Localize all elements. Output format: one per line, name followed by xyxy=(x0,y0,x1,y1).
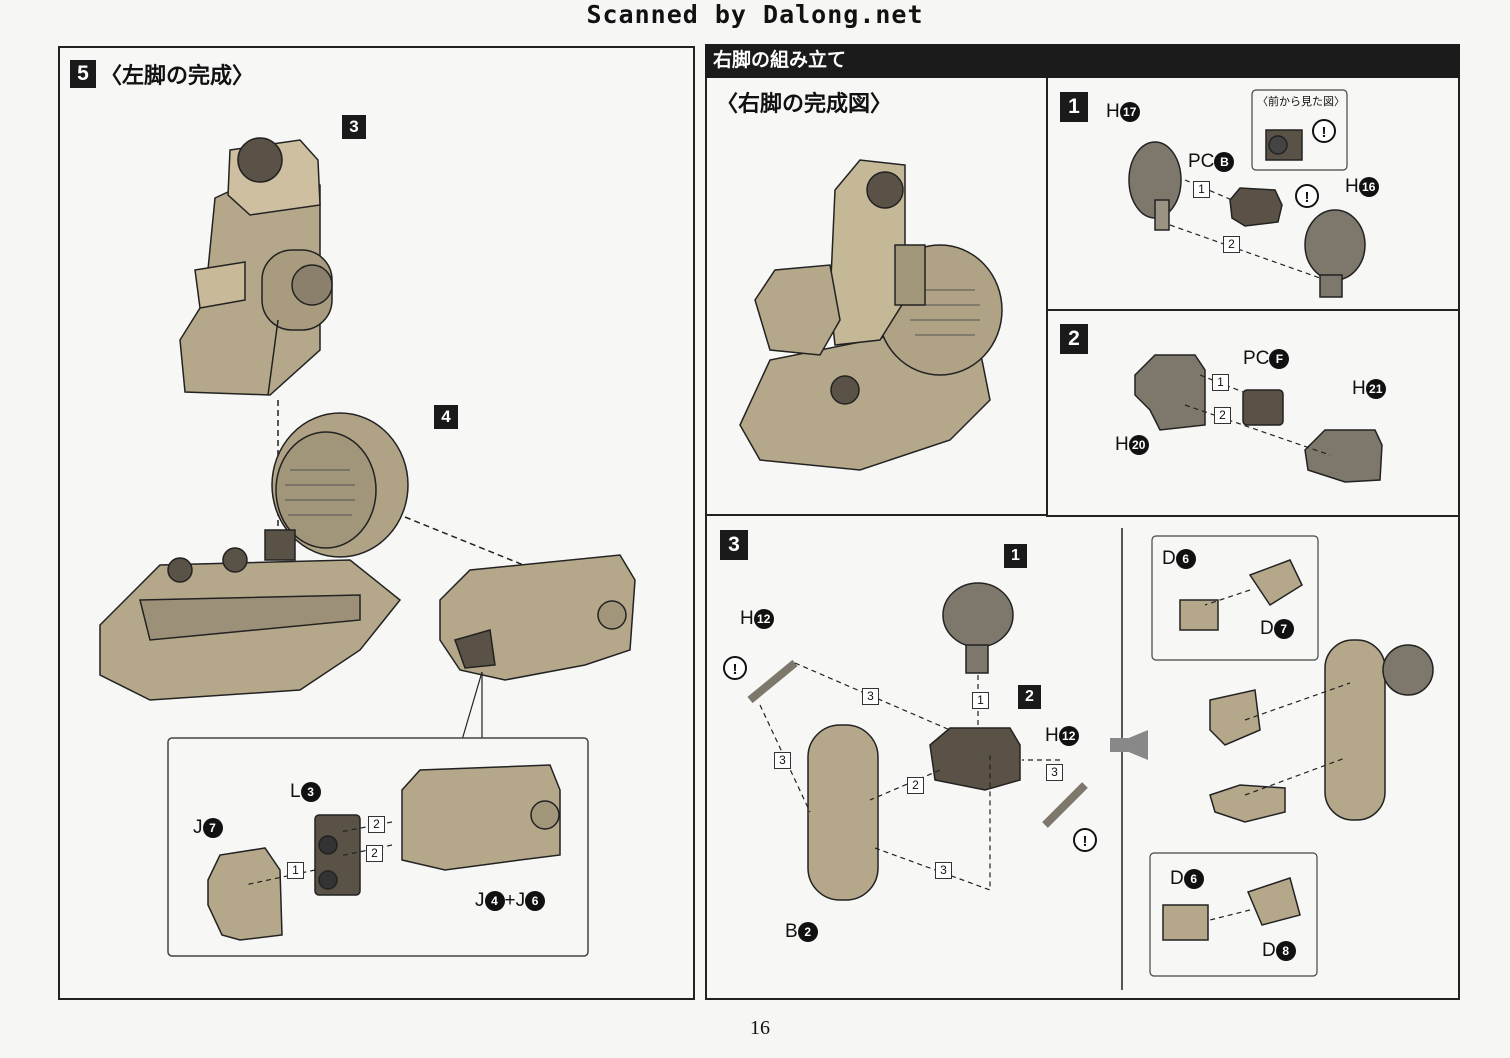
step2-parts-illustration xyxy=(1134,354,1383,483)
step3-parts-illustration xyxy=(747,582,1434,901)
ref-step-1-badge: 1 xyxy=(1004,544,1027,568)
step-5-badge: 5 xyxy=(70,60,96,88)
side-pod-illustration xyxy=(439,554,636,681)
hover-base-illustration xyxy=(99,412,409,701)
page-number: 16 xyxy=(750,1017,770,1039)
front-view-inset xyxy=(1251,89,1348,171)
seq-box: 2 xyxy=(907,777,924,794)
seq-box: 2 xyxy=(1214,407,1231,424)
seq-box: 1 xyxy=(1193,181,1210,198)
completed-view-box xyxy=(705,78,1048,516)
svg-text:!: ! xyxy=(1305,189,1310,206)
step1-parts-illustration xyxy=(1128,129,1366,298)
step1-box xyxy=(1046,78,1460,311)
seq-box: 3 xyxy=(1046,764,1063,781)
caution-icon xyxy=(723,119,1336,852)
scan-watermark: Scanned by Dalong.net xyxy=(586,0,924,29)
seq-box: 1 xyxy=(1212,374,1229,391)
left-leg-title: 〈左脚の完成〉 xyxy=(100,64,255,89)
right-leg-completed-title: 〈右脚の完成図〉 xyxy=(716,92,893,117)
seq-box: 2 xyxy=(368,816,385,833)
front-view-label: 〈前から見た図〉 xyxy=(1257,95,1345,108)
callout-4: 4 xyxy=(434,405,458,429)
step-2-badge: 2 xyxy=(1060,324,1088,354)
svg-text:!: ! xyxy=(733,661,738,678)
svg-text:!: ! xyxy=(1322,124,1327,141)
step2-box xyxy=(1046,310,1460,517)
callout-3: 3 xyxy=(342,115,366,139)
seq-box: 3 xyxy=(935,862,952,879)
svg-text:!: ! xyxy=(1083,833,1088,850)
upper-leg-part-illustration xyxy=(179,137,333,396)
seq-box: 1 xyxy=(972,692,989,709)
ref-step-2-badge: 2 xyxy=(1018,685,1041,709)
step-1-badge: 1 xyxy=(1060,92,1088,122)
seq-box: 2 xyxy=(366,845,383,862)
seq-box: 3 xyxy=(774,752,791,769)
completed-right-leg-illustration xyxy=(739,159,1003,471)
right-leg-assembly-header: 右脚の組み立て xyxy=(705,44,1460,78)
inset-parts-illustration xyxy=(207,764,561,941)
step-3-badge: 3 xyxy=(720,530,748,560)
seq-box: 3 xyxy=(862,688,879,705)
seq-box: 2 xyxy=(1223,236,1240,253)
seq-box: 1 xyxy=(287,862,304,879)
